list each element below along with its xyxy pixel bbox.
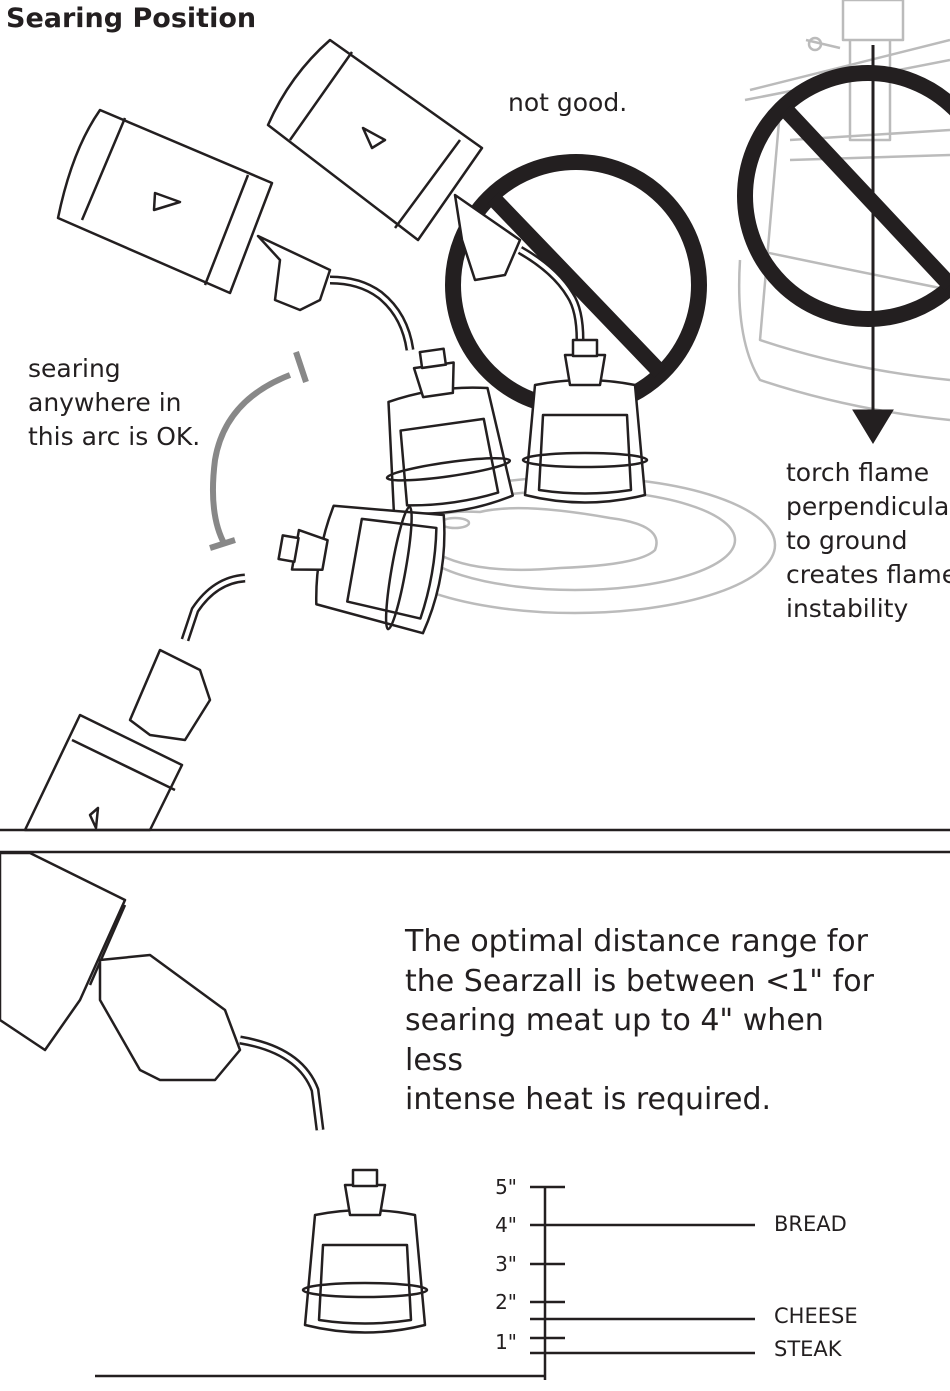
distance-note-line: intense heat is required. xyxy=(405,1082,772,1117)
distance-scale xyxy=(530,1185,755,1380)
tick-label: 4" xyxy=(495,1213,517,1237)
arc-note-line: searing xyxy=(28,354,121,383)
distance-note: The optimal distance range for the Searz… xyxy=(405,922,885,1120)
flame-note-line: creates flame xyxy=(786,560,950,589)
flame-note-line: to ground xyxy=(786,526,908,555)
food-label-cheese: CHEESE xyxy=(774,1304,858,1328)
ok-arc xyxy=(209,351,309,551)
prohibited-icon xyxy=(737,65,950,327)
flame-note: torch flame perpendicular to ground crea… xyxy=(786,456,950,626)
distance-note-line: the Searzall is between <1" for xyxy=(405,963,874,999)
arc-note: searing anywhere in this arc is OK. xyxy=(28,352,200,454)
torch-not-good xyxy=(266,38,649,504)
downward-arrow xyxy=(852,45,894,444)
food-label-steak: STEAK xyxy=(774,1337,842,1361)
flame-note-line: torch flame xyxy=(786,458,930,487)
flame-note-line: instability xyxy=(786,594,909,623)
tick-label: 1" xyxy=(495,1330,517,1354)
tick-label: 3" xyxy=(495,1252,517,1276)
torch-upper-left xyxy=(56,108,517,522)
food-label-bread: BREAD xyxy=(774,1212,847,1236)
arc-note-line: this arc is OK. xyxy=(28,422,201,451)
tick-label: 2" xyxy=(495,1290,517,1314)
faded-torch xyxy=(737,0,950,422)
page-title: Searing Position xyxy=(6,3,257,34)
not-good-label: not good. xyxy=(508,88,628,117)
tick-label: 5" xyxy=(495,1175,517,1199)
flame-note-line: perpendicular xyxy=(786,492,950,521)
steak xyxy=(425,506,658,572)
distance-note-line: searing meat up to 4" when less xyxy=(405,1003,824,1078)
torch-bottom xyxy=(0,851,429,1334)
distance-note-line: The optimal distance range for xyxy=(405,924,868,959)
torch-lower-left xyxy=(23,484,453,832)
arc-note-line: anywhere in xyxy=(28,388,182,417)
